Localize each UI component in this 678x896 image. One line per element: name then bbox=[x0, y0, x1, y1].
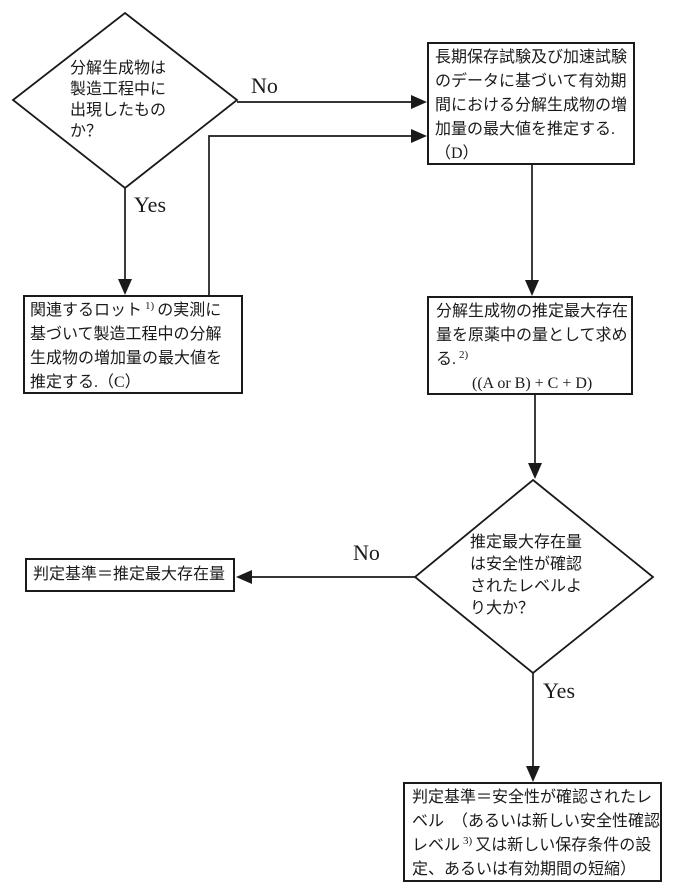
box-d-label: （D） bbox=[435, 145, 479, 162]
box-c-line: 基づいて製造工程中の分解 bbox=[30, 326, 222, 343]
arrowhead-right-icon bbox=[411, 129, 427, 143]
estimate-line: る.2) bbox=[436, 348, 624, 372]
estimate-text: る. bbox=[436, 351, 457, 368]
box-d-line: 間における分解生成物の増 bbox=[435, 97, 628, 114]
arrowhead-down-icon bbox=[118, 279, 132, 295]
decision-line: 出現したもの bbox=[70, 102, 167, 119]
criterion-safety-line: ベル （あるいは新しい安全性確認 bbox=[412, 813, 661, 830]
edge-label-no-bottom: No bbox=[353, 540, 380, 565]
arrowhead-left-icon bbox=[236, 570, 252, 584]
arrowhead-down-icon bbox=[528, 463, 542, 479]
decision-line: り大か？ bbox=[470, 600, 535, 617]
edge-label-no-top: No bbox=[251, 73, 278, 98]
arrowhead-down-icon bbox=[526, 766, 540, 782]
decision-line: か？ bbox=[70, 123, 103, 140]
criterion-safety-line: 定、あるいは有効期間の短縮） bbox=[412, 861, 637, 878]
arrowhead-down-icon bbox=[525, 280, 539, 296]
box-criterion-observed: 判定基準＝推定最大存在量 bbox=[25, 558, 235, 592]
edge-box-c-to-box-d bbox=[208, 135, 412, 295]
safety-decision-text: 推定最大存在量 は安全性が確認 されたレベルよ り大か？ bbox=[470, 532, 620, 620]
edge-label-yes-bottom: Yes bbox=[543, 678, 576, 703]
box-d-line: のデータに基づいて有効期 bbox=[435, 73, 627, 90]
decision-line: 製造工程中に bbox=[70, 81, 167, 98]
decision-line: は安全性が確認 bbox=[470, 556, 583, 573]
box-d-line: 長期保存試験及び加速試験 bbox=[435, 49, 628, 66]
estimate-formula: ((A or B) + C + D) bbox=[472, 375, 593, 392]
estimate-line: 分解生成物の推定最大存在 bbox=[436, 303, 629, 320]
estimate-line: 量を原薬中の量として求め bbox=[436, 327, 628, 344]
box-c-text: の実測に bbox=[157, 302, 222, 319]
arrowhead-right-icon bbox=[411, 95, 427, 109]
box-d-line: 加量の最大値を推定する. bbox=[435, 121, 616, 138]
criterion-safety-text: 又は新しい保存条件の設 bbox=[475, 837, 652, 854]
top-decision-text: 分解生成物は 製造工程中に 出現したもの か？ bbox=[70, 58, 220, 142]
footnote-ref-1: 1) bbox=[145, 299, 155, 312]
criterion-safety-text: レベル bbox=[412, 837, 461, 854]
box-c-line: 推定する.（C） bbox=[30, 374, 141, 391]
edge-label-yes-top: Yes bbox=[134, 192, 167, 217]
footnote-ref-3: 3) bbox=[463, 834, 473, 847]
decision-line: されたレベルよ bbox=[470, 578, 583, 595]
box-c-text: 関連するロット bbox=[30, 302, 143, 319]
criterion-safety-line: 判定基準＝安全性が確認されたレ bbox=[412, 789, 653, 806]
box-d: 長期保存試験及び加速試験 のデータに基づいて有効期 間における分解生成物の増 加… bbox=[427, 42, 635, 165]
box-c-line: 生成物の増加量の最大値を bbox=[30, 350, 223, 367]
decision-line: 分解生成物は bbox=[70, 60, 167, 77]
decision-line: 推定最大存在量 bbox=[470, 534, 583, 551]
box-estimate-total: 分解生成物の推定最大存在 量を原薬中の量として求め る.2) ((A or B)… bbox=[427, 296, 633, 395]
footnote-ref-2: 2) bbox=[459, 348, 469, 361]
criterion-observed-text: 判定基準＝推定最大存在量 bbox=[33, 566, 226, 583]
